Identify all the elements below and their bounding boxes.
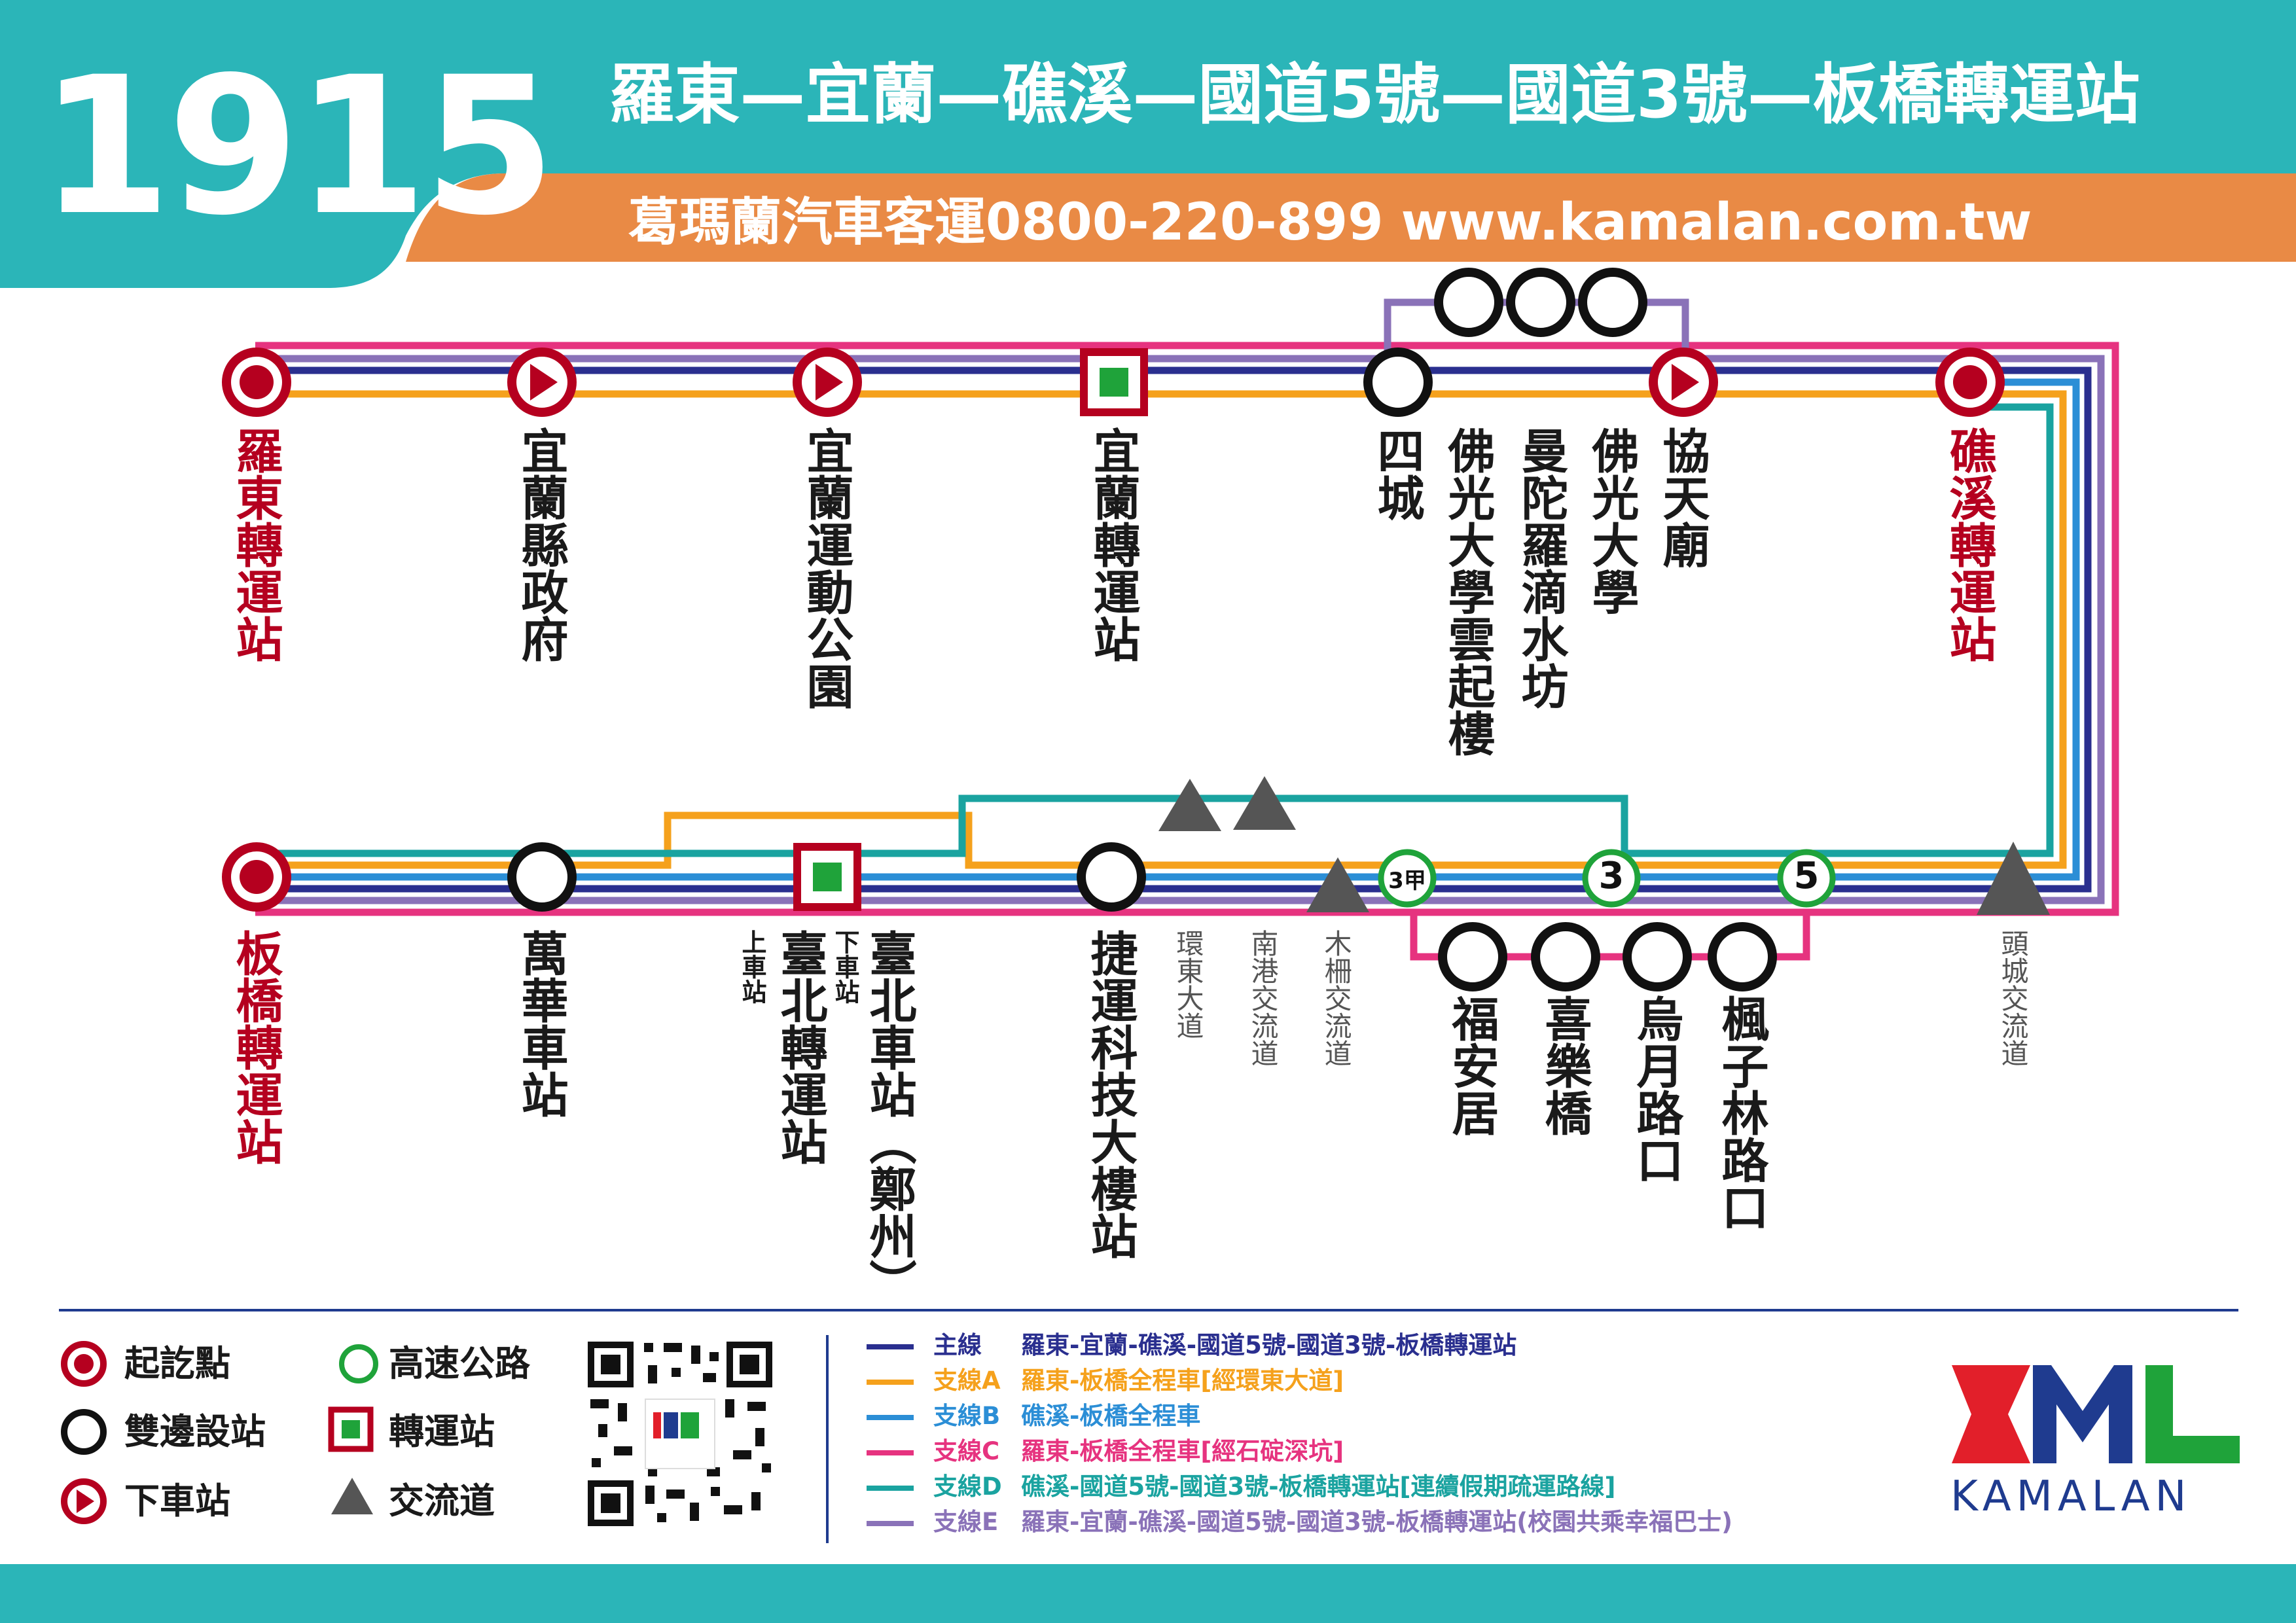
station-label-sicheng: 四城 — [1369, 427, 1424, 521]
line-main-desc: 羅東-宜蘭-礁溪-國道5號-國道3號-板橋轉運站 — [1021, 1331, 1517, 1359]
line-d-name: 支線D — [933, 1472, 1002, 1501]
line-d-desc: 礁溪-國道5號-國道3號-板橋轉運站[連續假期疏運路線] — [1021, 1472, 1616, 1501]
highway-badge-3a-label: 3甲 — [1388, 868, 1426, 894]
station-label-wanhua: 萬華車站 — [513, 929, 568, 1118]
legend-terminal-label: 起訖點 — [124, 1343, 230, 1384]
station-marker-yilan-county-hall — [507, 348, 577, 417]
legend-vertical-divider — [826, 1335, 829, 1543]
interchange-label-huandong: 環東大道 — [1172, 929, 1204, 1039]
station-label-banqiao: 板橋轉運站 — [228, 929, 283, 1165]
header-background — [0, 0, 2296, 301]
station-markers-foguang — [1434, 268, 1647, 337]
legend-both-icon — [61, 1409, 107, 1455]
station-label-xileqiao: 喜樂橋 — [1537, 995, 1592, 1136]
station-label-jiaoxi: 礁溪轉運站 — [1941, 427, 1996, 662]
legend-both-label: 雙邊設站 — [124, 1411, 266, 1452]
line-main-name: 主線 — [933, 1331, 982, 1359]
line-a-desc: 羅東-板橋全程車[經環東大道] — [1021, 1366, 1344, 1395]
station-marker-sicheng — [1363, 348, 1433, 417]
legend-transfer-label: 轉運站 — [389, 1411, 495, 1452]
station-label-taipei-main: 臺北車站（鄭州） — [861, 929, 916, 1306]
line-legend-swatches — [867, 1344, 914, 1526]
station-marker-yilan-transfer — [1080, 348, 1148, 416]
legend-icons — [61, 1341, 378, 1524]
contact-info: 葛瑪蘭汽車客運0800-220-899 www.kamalan.com.tw — [628, 193, 2032, 252]
station-note-boarding: 上車站 — [738, 929, 766, 1004]
station-label-yilan-county-hall: 宜蘭縣政府 — [513, 427, 568, 662]
legend-interchange-label: 交流道 — [389, 1480, 495, 1522]
station-label-mrt-tech-building: 捷運科技大樓站 — [1083, 929, 1138, 1259]
station-label-yilan-sports-park: 宜蘭運動公園 — [798, 427, 853, 709]
legend-terminal-icon — [61, 1341, 107, 1387]
qr-code-icon — [585, 1339, 775, 1529]
station-label-foguang-university: 佛光大學 — [1584, 427, 1639, 615]
legend-highway-label: 高速公路 — [389, 1343, 530, 1384]
station-marker-taipei-transfer — [793, 843, 861, 911]
line-e-desc: 羅東-宜蘭-礁溪-國道5號-國道3號-板橋轉運站(校園共乘幸福巴士) — [1021, 1508, 1733, 1536]
station-marker-jiaoxi — [1935, 348, 2005, 417]
interchange-label-muzha: 木柵交流道 — [1320, 929, 1352, 1067]
legend-interchange-icon — [331, 1478, 373, 1514]
station-label-taipei-transfer: 臺北轉運站 — [772, 929, 827, 1165]
station-markers-shiding — [1438, 922, 1777, 991]
station-label-foguang-yunqi: 佛光大學雲起樓 — [1440, 427, 1495, 757]
station-note-alighting: 下車站 — [831, 929, 859, 1004]
station-marker-luodong — [222, 348, 291, 417]
highway-badge-3a — [1378, 849, 1437, 908]
station-marker-yilan-sports-park — [793, 348, 862, 417]
highway-badge-5-label: 5 — [1793, 855, 1820, 897]
legend-alight-label: 下車站 — [124, 1480, 230, 1522]
line-c-desc: 羅東-板橋全程車[經石碇深坑] — [1021, 1437, 1344, 1465]
highway-badge-5 — [1777, 849, 1836, 908]
kamalan-logo-icon — [1952, 1365, 2240, 1463]
highway-badge-3 — [1582, 849, 1641, 908]
station-label-wuyue-road: 烏月路口 — [1628, 995, 1683, 1183]
legend-highway-icon — [339, 1344, 378, 1383]
station-label-xietian-temple: 協天廟 — [1655, 427, 1710, 568]
legend-divider — [59, 1309, 2238, 1311]
line-b-desc: 礁溪-板橋全程車 — [1021, 1402, 1201, 1430]
interchange-label-nangang: 南港交流道 — [1247, 929, 1279, 1067]
interchange-markers — [1158, 776, 2050, 915]
highway-badge-3-label: 3 — [1598, 855, 1624, 897]
line-c-name: 支線C — [933, 1437, 1000, 1465]
brand-name: KAMALAN — [1950, 1472, 2192, 1521]
station-label-mantuoluo: 曼陀羅滴水坊 — [1513, 427, 1568, 709]
station-marker-wanhua — [507, 842, 577, 912]
line-e-name: 支線E — [933, 1508, 999, 1536]
route-title: 羅東—宜蘭—礁溪—國道5號—國道3號—板橋轉運站 — [609, 56, 2140, 133]
station-marker-xietian-temple — [1649, 348, 1718, 417]
line-a-name: 支線A — [933, 1366, 1001, 1395]
legend-alight-icon — [61, 1478, 107, 1524]
station-marker-mrt-tech-building — [1077, 842, 1146, 912]
station-label-fuanju: 福安居 — [1444, 995, 1499, 1136]
legend-transfer-icon — [328, 1406, 374, 1452]
station-label-luodong: 羅東轉運站 — [228, 427, 283, 662]
station-label-yilan-transfer: 宜蘭轉運站 — [1085, 427, 1140, 662]
station-marker-banqiao — [222, 842, 291, 912]
line-b-name: 支線B — [933, 1402, 1001, 1430]
station-label-fengzilin-road: 楓子林路口 — [1713, 995, 1768, 1230]
interchange-label-toucheng: 頭城交流道 — [1997, 929, 2029, 1067]
footer-band — [0, 1564, 2296, 1623]
